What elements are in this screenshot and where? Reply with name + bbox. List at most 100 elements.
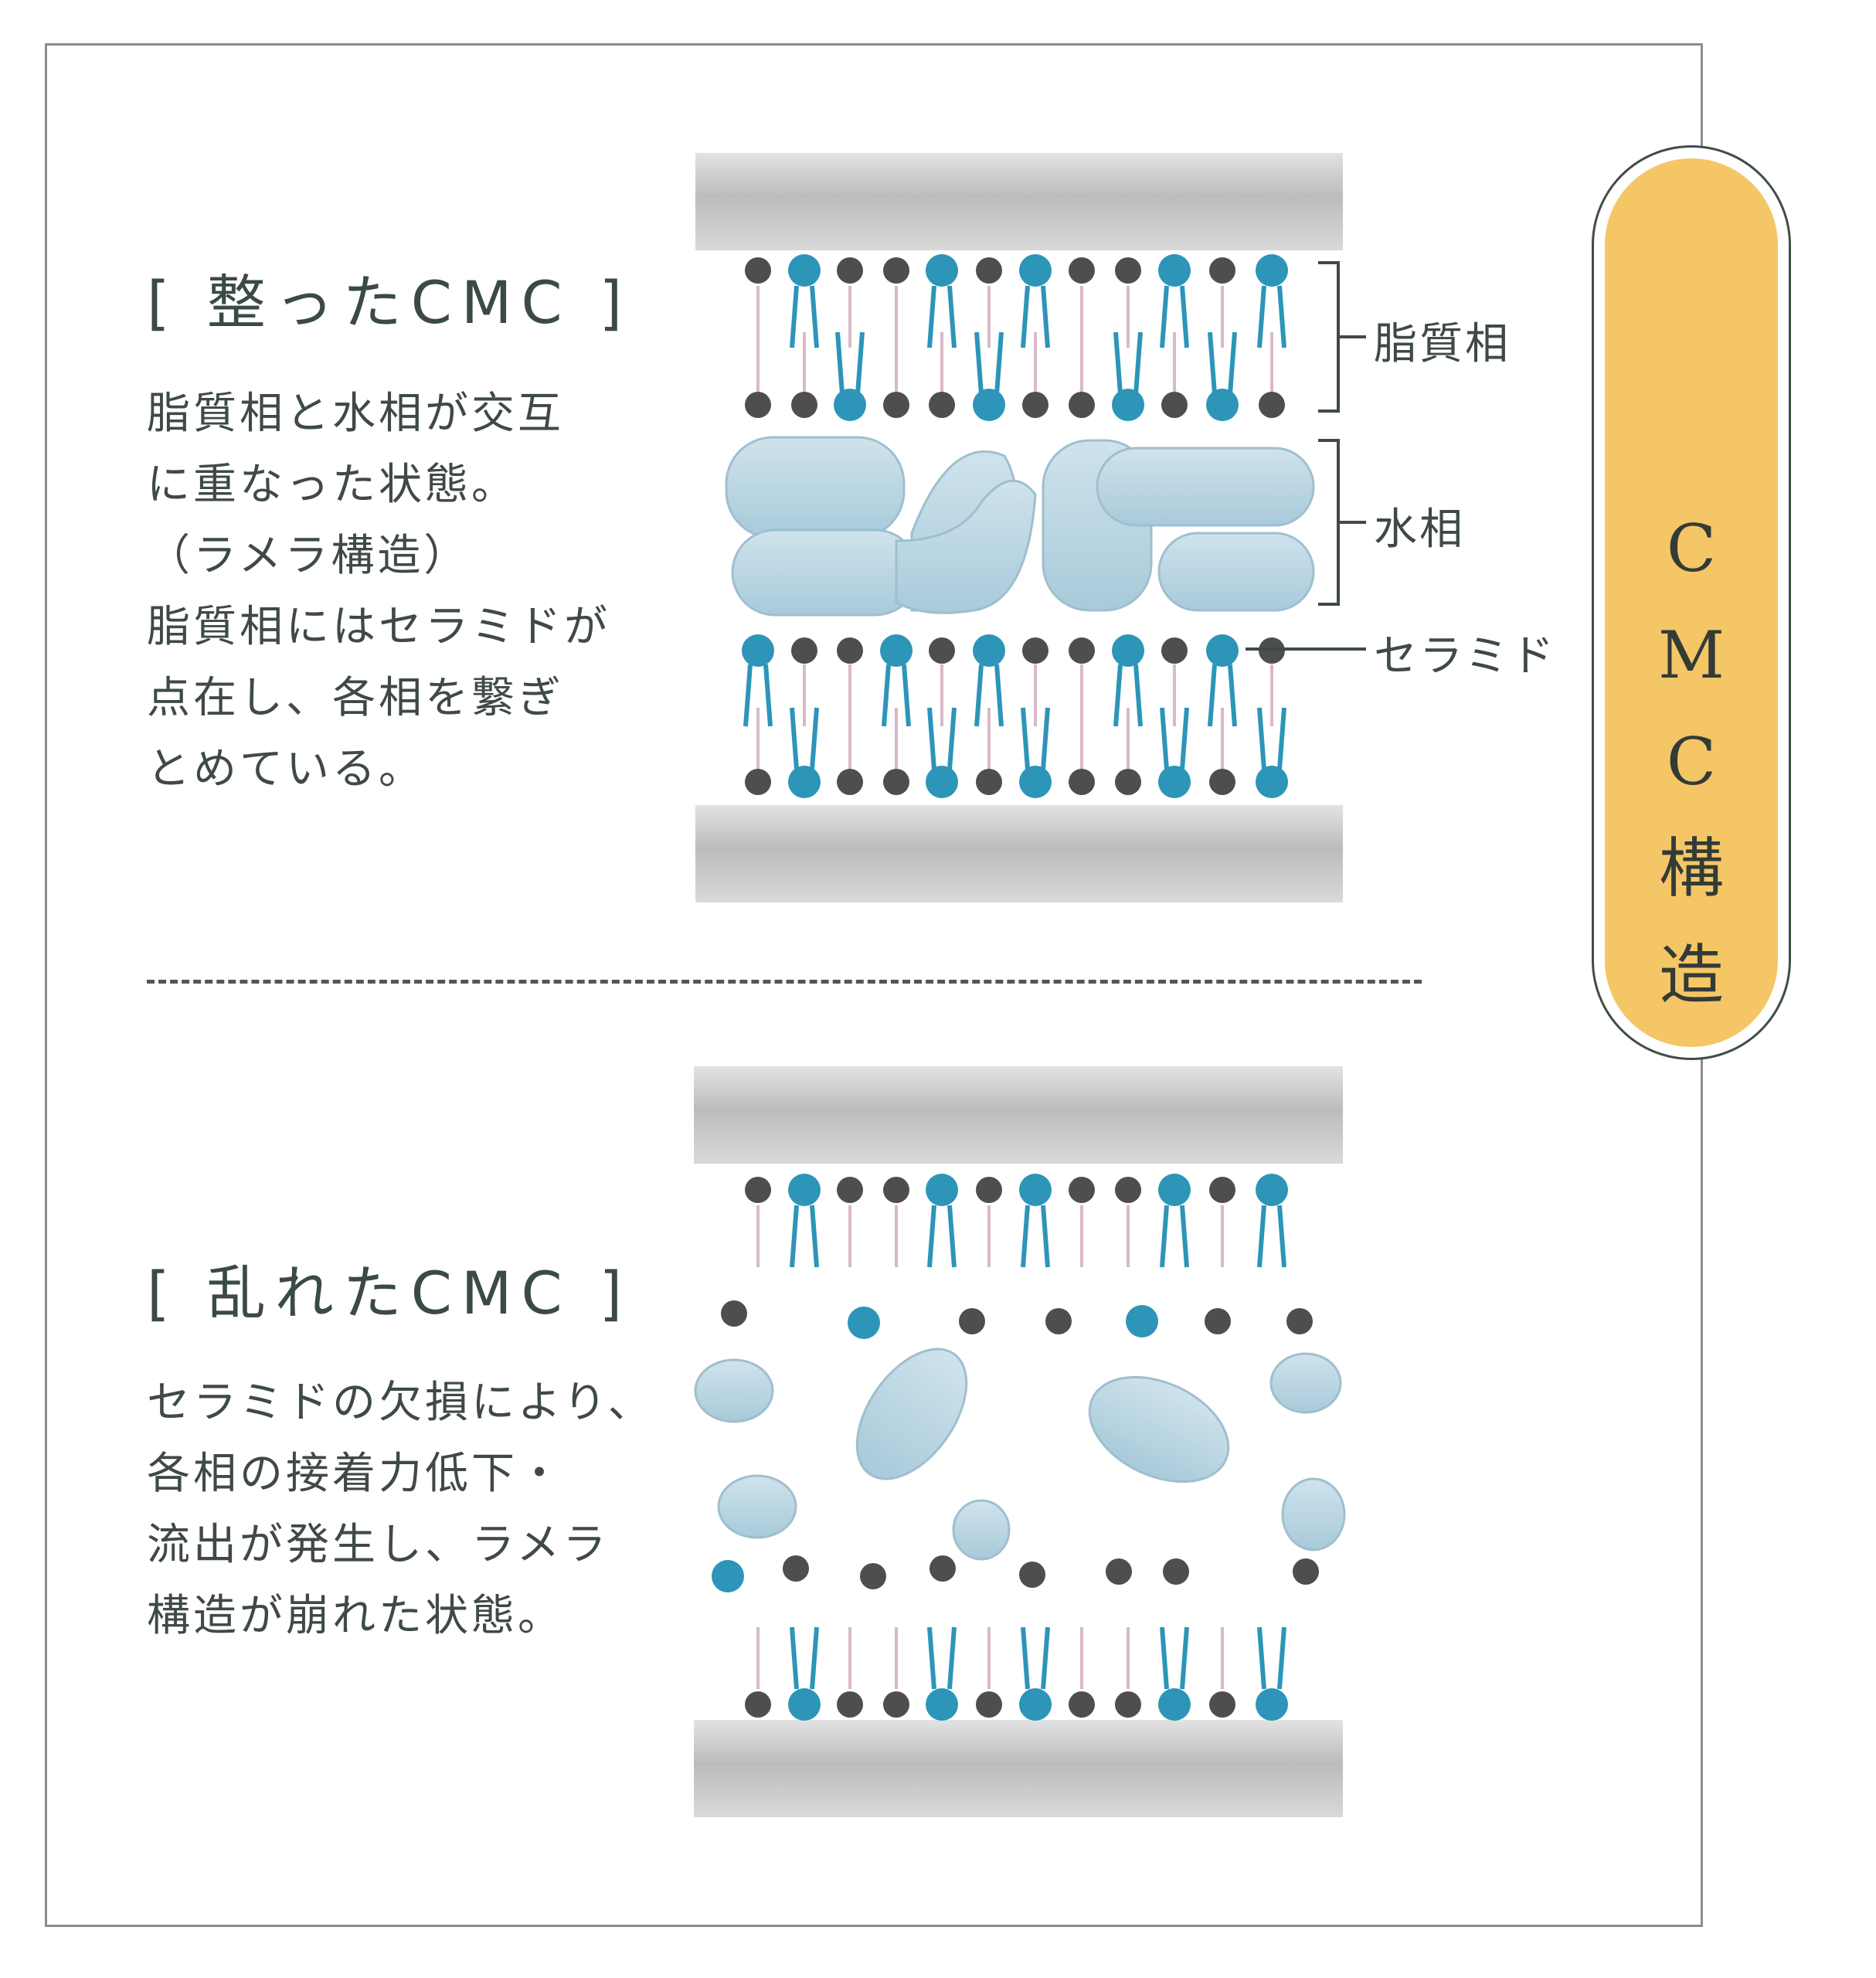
lipid-head — [1209, 769, 1235, 795]
lipid-tail — [1113, 331, 1143, 395]
lipid-head — [883, 1177, 909, 1203]
lipid-head — [883, 392, 909, 418]
description-line: とめている。 — [147, 744, 425, 794]
lipid-head — [1069, 769, 1095, 795]
ceramide-molecule — [1158, 254, 1191, 287]
ceramide-molecule — [926, 1174, 958, 1206]
lipid-tail — [927, 285, 957, 348]
ordered-cmc-heading: [ 整ったCMC ] — [147, 268, 632, 337]
ceramide-molecule — [880, 634, 913, 667]
ceramide-molecule — [1256, 766, 1288, 798]
lipid-head — [837, 1691, 863, 1718]
ceramide-molecule — [973, 389, 1005, 421]
lipid-head — [745, 392, 771, 418]
lipid-tail — [790, 1626, 819, 1690]
lipid-head — [1115, 1177, 1141, 1203]
lipid-head — [883, 1691, 909, 1718]
lipid-tail — [974, 331, 1004, 395]
lipid-head — [745, 769, 771, 795]
lipid-tail — [927, 1626, 957, 1690]
ceramide-molecule — [848, 1307, 880, 1339]
lipid-tail — [1160, 707, 1189, 770]
lipid-tail — [1160, 285, 1189, 348]
ceramide-molecule — [742, 634, 774, 667]
lipid-head — [976, 1177, 1002, 1203]
ceramide-molecule — [926, 254, 958, 287]
lipid-head — [1045, 1308, 1072, 1334]
lipid-head — [883, 257, 909, 284]
lipid-tail — [1021, 1626, 1050, 1690]
description-line: 各相の接着力低下・ — [147, 1449, 564, 1499]
ceramide-molecule — [1019, 1688, 1052, 1721]
description-line: （ラメラ構造） — [147, 531, 471, 581]
lipid-tail — [927, 707, 957, 770]
ceramide-molecule — [788, 1688, 821, 1721]
side-char: C — [1666, 511, 1717, 586]
lipid-head — [1022, 637, 1048, 664]
disordered-cmc-heading: [ 乱れたCMC ] — [147, 1259, 632, 1327]
lipid-head — [1205, 1308, 1231, 1334]
bracket-water — [1318, 439, 1366, 606]
ceramide-molecule — [1126, 1305, 1158, 1337]
lipid-head — [1069, 1177, 1095, 1203]
ceramide-molecule — [1206, 389, 1239, 421]
lipid-head — [959, 1308, 985, 1334]
ceramide-molecule — [1112, 389, 1144, 421]
lipid-head — [860, 1563, 886, 1589]
cmc-structure-tab-fill — [1605, 158, 1778, 1047]
ceramide-molecule — [1256, 1688, 1288, 1721]
description-line: 構造が崩れた状態。 — [147, 1591, 564, 1641]
disordered-cmc-description: セラミドの欠損により、 各相の接着力低下・ 流出が発生し、ラメラ 構造が崩れた状… — [147, 1368, 654, 1652]
lipid-head — [1069, 1691, 1095, 1718]
lipid-head — [791, 392, 817, 418]
lipid-head — [1069, 392, 1095, 418]
lipid-head — [976, 257, 1002, 284]
lipid-head — [1161, 392, 1188, 418]
side-char: 造 — [1658, 937, 1724, 1013]
lipid-head — [837, 1177, 863, 1203]
lipid-head — [1286, 1308, 1313, 1334]
lipid-head — [1259, 392, 1285, 418]
lipid-tail — [1257, 1626, 1286, 1690]
lipid-head — [883, 769, 909, 795]
lipid-tail — [790, 707, 819, 770]
lipid-phase-label: 脂質相 — [1374, 319, 1511, 369]
description-line: 流出が発生し、ラメラ — [147, 1520, 610, 1570]
lipid-tail — [790, 1205, 819, 1268]
lipid-head — [930, 1555, 956, 1582]
ceramide-molecule — [1256, 254, 1288, 287]
lipid-tail — [974, 664, 1004, 727]
ceramide-molecule — [788, 254, 821, 287]
ceramide-molecule — [788, 1174, 821, 1206]
lipid-molecules — [712, 254, 1319, 1721]
description-line: 点在し、各相を繋ぎ — [147, 673, 564, 723]
ceramide-molecule — [1112, 634, 1144, 667]
lipid-head — [745, 1177, 771, 1203]
lipid-head — [783, 1555, 809, 1582]
lipid-tail — [1113, 664, 1143, 727]
membrane-top-disordered — [694, 1066, 1343, 1164]
lipid-head — [1022, 392, 1048, 418]
membrane-bottom — [695, 805, 1343, 902]
bracket-lipid — [1318, 261, 1366, 413]
lipid-head — [1209, 1177, 1235, 1203]
description-line: 脂質相にはセラミドが — [147, 602, 610, 652]
lipid-head — [837, 257, 863, 284]
ceramide-molecule — [1019, 766, 1052, 798]
lipid-tail — [1257, 707, 1286, 770]
side-char: C — [1666, 724, 1717, 800]
ceramide-molecule — [926, 1688, 958, 1721]
lipid-head — [1161, 637, 1188, 664]
lipid-head — [1293, 1558, 1319, 1585]
description-line: セラミドの欠損により、 — [147, 1378, 654, 1428]
cmc-structure-tab: C M C 構 造 — [1592, 145, 1791, 1060]
lipid-head — [1115, 769, 1141, 795]
ceramide-molecule — [973, 634, 1005, 667]
lipid-head — [1069, 637, 1095, 664]
ceramide-molecule — [1019, 1174, 1052, 1206]
water-phase-disordered — [694, 1348, 1346, 1561]
lipid-head — [1019, 1562, 1045, 1588]
lipid-tail — [1021, 285, 1050, 348]
ordered-cmc-description: 脂質相と水相が交互 に重なった状態。 （ラメラ構造） 脂質相にはセラミドが 点在… — [147, 379, 610, 805]
lipid-head — [1115, 257, 1141, 284]
